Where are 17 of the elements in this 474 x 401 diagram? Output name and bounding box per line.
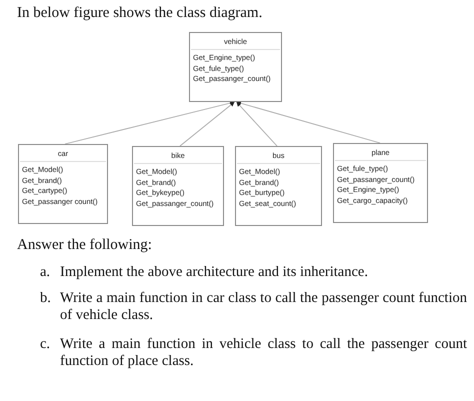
question-text: Write a main function in car class to call the passenger count function of vehicle class. — [60, 290, 467, 324]
list-marker: c. — [40, 336, 52, 353]
class-box — [132, 146, 224, 226]
question-text: Write a main function in vehicle class to call the passenger count function of place class. — [60, 336, 467, 370]
heading: In below figure shows the class diagram. — [17, 5, 262, 22]
class-box — [333, 143, 428, 223]
inheritance-arrow — [180, 102, 235, 146]
class-box — [189, 32, 282, 102]
question-text: Implement the above architecture and its inheritance. — [60, 264, 369, 281]
inheritance-arrow — [64, 100, 235, 144]
inheritance-arrow — [236, 102, 278, 146]
instruction-text: Answer the following: — [17, 237, 153, 254]
inheritance-arrow — [236, 101, 380, 144]
list-marker: a. — [40, 264, 52, 281]
class-box — [18, 144, 108, 224]
class-box — [235, 146, 322, 226]
list-marker: b. — [40, 290, 52, 307]
